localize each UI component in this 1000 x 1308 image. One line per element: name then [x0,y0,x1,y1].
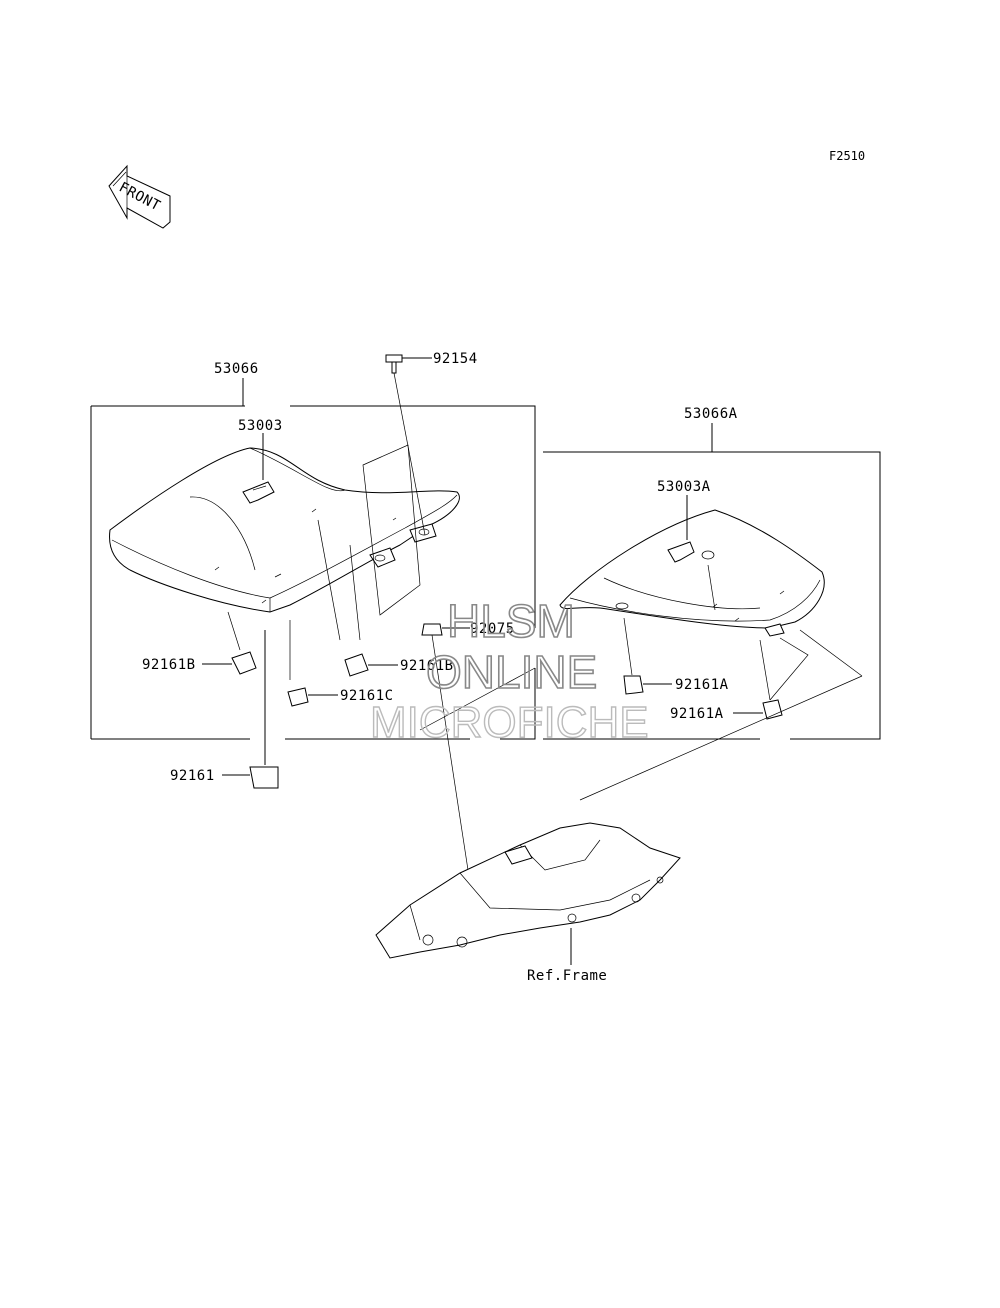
label-ref-frame: Ref.Frame [527,968,607,984]
damper-92161B-left [231,651,257,675]
watermark-line2: ONLINE [426,646,597,698]
bolt-92154 [385,354,403,374]
subframe: Ref.Frame [375,822,681,984]
label-53003: 53003 [238,418,283,434]
label-92154: 92154 [433,351,478,367]
label-plate-53003A [667,541,695,563]
grommet-92075 [421,623,443,636]
label-92161B-right: 92161B [400,658,454,674]
label-92161A-lower: 92161A [670,706,724,722]
label-53066A: 53066A [684,406,738,422]
grommet-92075-group: 92075 [421,621,515,871]
seat-assembly-53066A: 53066A 53003A 92161A 92161A [543,406,881,740]
watermark-line3: MICROFICHE [370,698,649,747]
label-53003A: 53003A [657,479,711,495]
label-92075: 92075 [470,621,515,637]
label-92161C: 92161C [340,688,394,704]
label-92161B-left: 92161B [142,657,196,673]
label-92161: 92161 [170,768,215,784]
damper-92161A-lower [762,699,783,720]
rider-seat [109,447,460,613]
label-92161A-upper: 92161A [675,677,729,693]
damper-92161C [287,687,309,707]
damper-92161A-upper [623,675,644,695]
damper-92161-group: 92161 [170,630,279,789]
figure-code: F2510 [829,149,865,163]
bolt-92154-group: 92154 [385,351,478,536]
watermark: HLSM ONLINE MICROFICHE [369,594,649,748]
front-arrow-icon: FRONT [108,164,171,229]
pillion-seat [559,509,825,629]
damper-92161 [249,766,279,789]
watermark-line1: HLSM [447,595,575,647]
damper-92161B-right [344,653,369,677]
seat-assembly-53066: 53066 53003 92161B 92161B 92161C [90,361,536,740]
label-53066: 53066 [214,361,259,377]
label-plate-53003 [242,481,275,504]
